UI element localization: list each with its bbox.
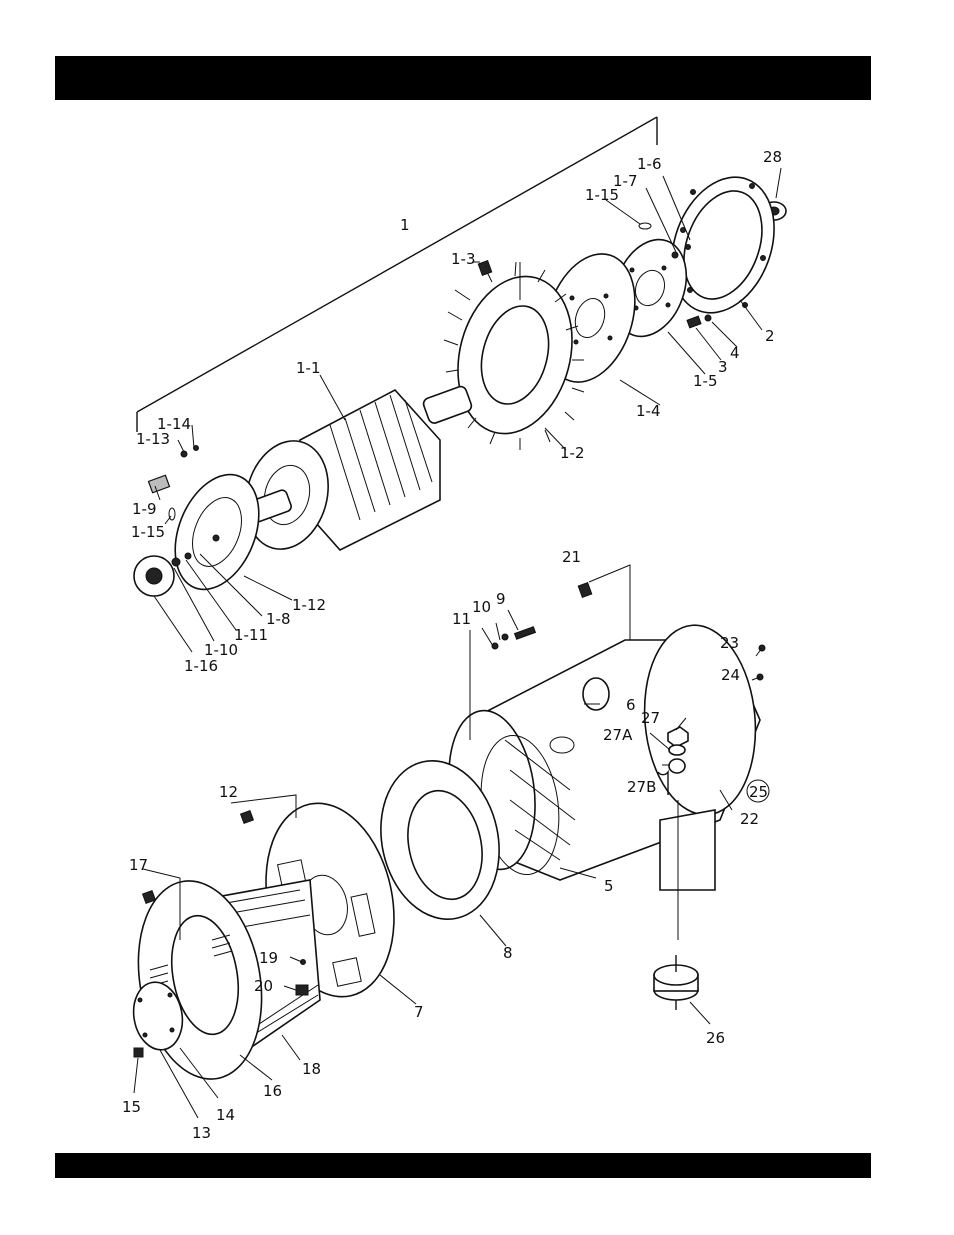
- callout-27a: 27A: [603, 726, 633, 744]
- callout-21: 21: [562, 548, 581, 566]
- callout-26: 26: [706, 1029, 725, 1047]
- callout-1-8: 1-8: [266, 610, 291, 628]
- callout-1-11: 1-11: [234, 626, 268, 644]
- callout-1-15-top: 1-15: [585, 186, 619, 204]
- callout-17: 17: [129, 856, 148, 874]
- callout-1-3: 1-3: [451, 250, 476, 268]
- callout-1-16: 1-16: [184, 657, 218, 675]
- callout-1-1: 1-1: [296, 359, 321, 377]
- callout-14: 14: [216, 1106, 235, 1124]
- callout-1-12: 1-12: [292, 596, 326, 614]
- callout-1-4: 1-4: [636, 402, 661, 420]
- callout-25: 25: [749, 783, 768, 801]
- callout-1: 1: [400, 216, 410, 234]
- callout-10: 10: [472, 598, 491, 616]
- cover-16: [124, 871, 320, 1089]
- callout-1-2: 1-2: [560, 444, 585, 462]
- callout-1-5: 1-5: [693, 372, 718, 390]
- callout-23: 23: [720, 634, 739, 652]
- mount-26: [654, 955, 698, 1010]
- callout-7: 7: [414, 1003, 424, 1021]
- callout-27b: 27B: [627, 778, 656, 796]
- callout-4: 4: [730, 344, 740, 362]
- callout-1-6: 1-6: [637, 155, 662, 173]
- callout-27: 27: [641, 709, 660, 727]
- callout-9: 9: [496, 590, 506, 608]
- callout-3: 3: [718, 358, 728, 376]
- callout-22: 22: [740, 810, 759, 828]
- callout-24: 24: [721, 666, 740, 684]
- callout-19: 19: [259, 949, 278, 967]
- callout-11: 11: [452, 610, 471, 628]
- callout-5: 5: [604, 877, 614, 895]
- callout-1-14: 1-14: [157, 415, 191, 433]
- rotor-1-1: [234, 385, 473, 559]
- callout-16: 16: [263, 1082, 282, 1100]
- callout-8: 8: [503, 944, 513, 962]
- callout-15: 15: [122, 1098, 141, 1116]
- callout-1-15-left: 1-15: [131, 523, 165, 541]
- callout-12: 12: [219, 783, 238, 801]
- callout-6: 6: [626, 696, 636, 714]
- callout-20: 20: [254, 977, 273, 995]
- callout-18: 18: [302, 1060, 321, 1078]
- callout-28: 28: [763, 148, 782, 166]
- callout-13: 13: [192, 1124, 211, 1142]
- callout-1-9: 1-9: [132, 500, 157, 518]
- callout-2: 2: [765, 327, 775, 345]
